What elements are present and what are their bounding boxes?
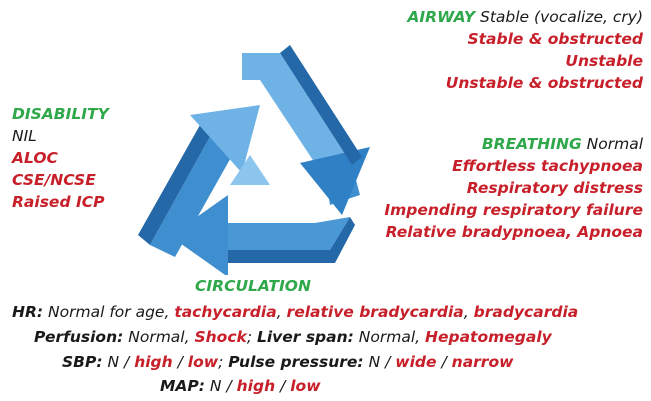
map-label: MAP: — [160, 377, 205, 395]
map-low: low — [290, 377, 320, 395]
circulation-heading: CIRCULATION — [195, 275, 311, 297]
disability-normal: NIL — [12, 125, 109, 147]
map-high: high — [237, 377, 275, 395]
disability-block: DISABILITY NIL ALOC CSE/NCSE Raised ICP — [12, 103, 109, 213]
hr-item-2: relative bradycardia — [287, 303, 464, 321]
breathing-heading: BREATHING — [482, 135, 582, 153]
pulse-pressure-label: Pulse pressure: — [228, 353, 363, 371]
airway-abnormal-1: Stable & obstructed — [407, 28, 643, 50]
perfusion-abnormal: Shock — [194, 328, 246, 346]
pulse-pressure-narrow: narrow — [452, 353, 514, 371]
circulation-map-line: MAP: N / high / low — [160, 375, 321, 397]
sbp-low: low — [188, 353, 218, 371]
breathing-abnormal-3: Impending respiratory failure — [384, 199, 643, 221]
hr-item-1: tachycardia — [174, 303, 276, 321]
circulation-hr-line: HR: Normal for age, tachycardia, relativ… — [12, 301, 578, 323]
arrow-airway-to-breathing — [242, 45, 370, 215]
circulation-sbp-line: SBP: N / high / low; Pulse pressure: N /… — [62, 351, 513, 373]
map-normal: N — [210, 377, 222, 395]
breathing-abnormal-2: Respiratory distress — [384, 177, 643, 199]
airway-block: AIRWAY Stable (vocalize, cry) Stable & o… — [407, 6, 643, 94]
pulse-pressure-normal: N — [369, 353, 381, 371]
disability-abnormal-3: Raised ICP — [12, 191, 109, 213]
hr-item-3: bradycardia — [474, 303, 579, 321]
sbp-high: high — [134, 353, 172, 371]
sbp-normal: N — [107, 353, 119, 371]
airway-heading: AIRWAY — [407, 8, 475, 26]
pulse-pressure-wide: wide — [395, 353, 436, 371]
airway-abnormal-2: Unstable — [407, 50, 643, 72]
circulation-perfusion-line: Perfusion: Normal, Shock; Liver span: No… — [34, 326, 552, 348]
disability-heading: DISABILITY — [12, 103, 109, 125]
liver-abnormal: Hepatomegaly — [425, 328, 552, 346]
breathing-normal: Normal — [587, 135, 643, 153]
airway-abnormal-3: Unstable & obstructed — [407, 72, 643, 94]
sbp-label: SBP: — [62, 353, 103, 371]
breathing-block: BREATHING Normal Effortless tachypnoea R… — [384, 133, 643, 243]
breathing-abnormal-1: Effortless tachypnoea — [384, 155, 643, 177]
airway-normal: Stable (vocalize, cry) — [480, 8, 643, 26]
disability-abnormal-2: CSE/NCSE — [12, 169, 109, 191]
perfusion-label: Perfusion: — [34, 328, 123, 346]
disability-abnormal-1: ALOC — [12, 147, 109, 169]
liver-label: Liver span: — [257, 328, 354, 346]
hr-label: HR: — [12, 303, 43, 321]
breathing-abnormal-4: Relative bradypnoea, Apnoea — [384, 221, 643, 243]
hr-normal: Normal for age, — [48, 303, 169, 321]
abcd-cycle-arrows-icon — [130, 45, 370, 275]
perfusion-normal: Normal, — [128, 328, 189, 346]
liver-normal: Normal, — [359, 328, 420, 346]
